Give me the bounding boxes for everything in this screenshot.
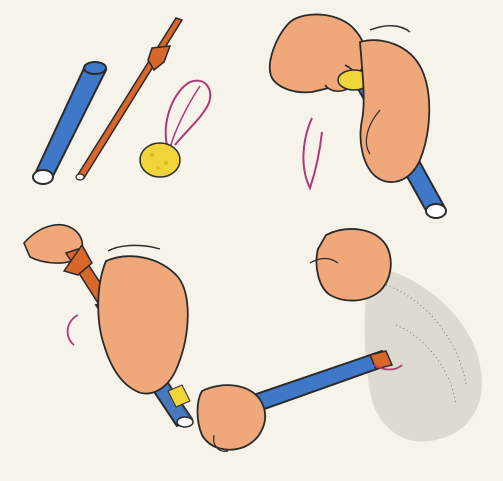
- lower-hand: [360, 26, 429, 182]
- left-hand: [98, 245, 188, 393]
- panel-load-sponge: [250, 0, 503, 240]
- yellow-sponge: [140, 81, 210, 177]
- apply-drawing: [0, 205, 503, 481]
- load-sponge-drawing: [250, 0, 503, 240]
- lower-hand: [198, 385, 266, 451]
- panel-materials: [0, 0, 250, 210]
- hand-on-shoulder: [310, 229, 391, 301]
- materials-drawing: [0, 0, 250, 210]
- panel-apply: [0, 205, 503, 481]
- blue-tube: [33, 62, 106, 184]
